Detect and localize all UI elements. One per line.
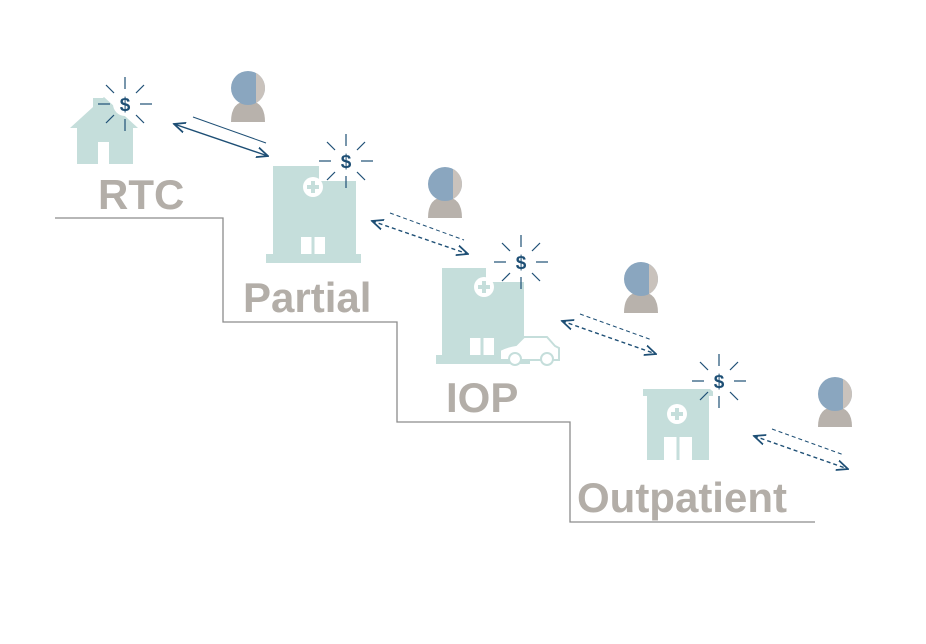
person-icon — [624, 262, 658, 313]
cost-burst-icon: $ — [319, 134, 373, 188]
cost-symbol: $ — [120, 95, 131, 116]
two-way-arrow-shadow — [579, 313, 653, 341]
two-way-arrow — [754, 436, 848, 469]
cost-symbol: $ — [516, 253, 527, 274]
level-label-partial: Partial — [243, 274, 371, 321]
staircase-line — [55, 217, 815, 523]
car-icon — [499, 336, 560, 366]
two-way-arrow — [562, 321, 656, 354]
two-way-arrow-shadow — [389, 212, 465, 241]
level-label-iop: IOP — [446, 374, 518, 421]
two-way-arrow-shadow — [192, 116, 267, 144]
two-way-arrow — [372, 221, 468, 254]
cost-burst-icon: $ — [692, 354, 746, 408]
level-label-rtc: RTC — [98, 171, 184, 218]
level-label-outpatient: Outpatient — [577, 474, 787, 521]
person-icon — [818, 377, 853, 427]
cost-burst-icon: $ — [98, 77, 152, 131]
house-door — [98, 142, 109, 164]
two-way-arrow-shadow — [771, 428, 845, 456]
cost-symbol: $ — [714, 372, 725, 393]
two-way-arrow — [174, 124, 268, 156]
cost-symbol: $ — [341, 152, 352, 173]
cost-burst-icon: $ — [494, 235, 548, 289]
person-icon — [231, 71, 265, 122]
person-icon — [428, 167, 462, 218]
